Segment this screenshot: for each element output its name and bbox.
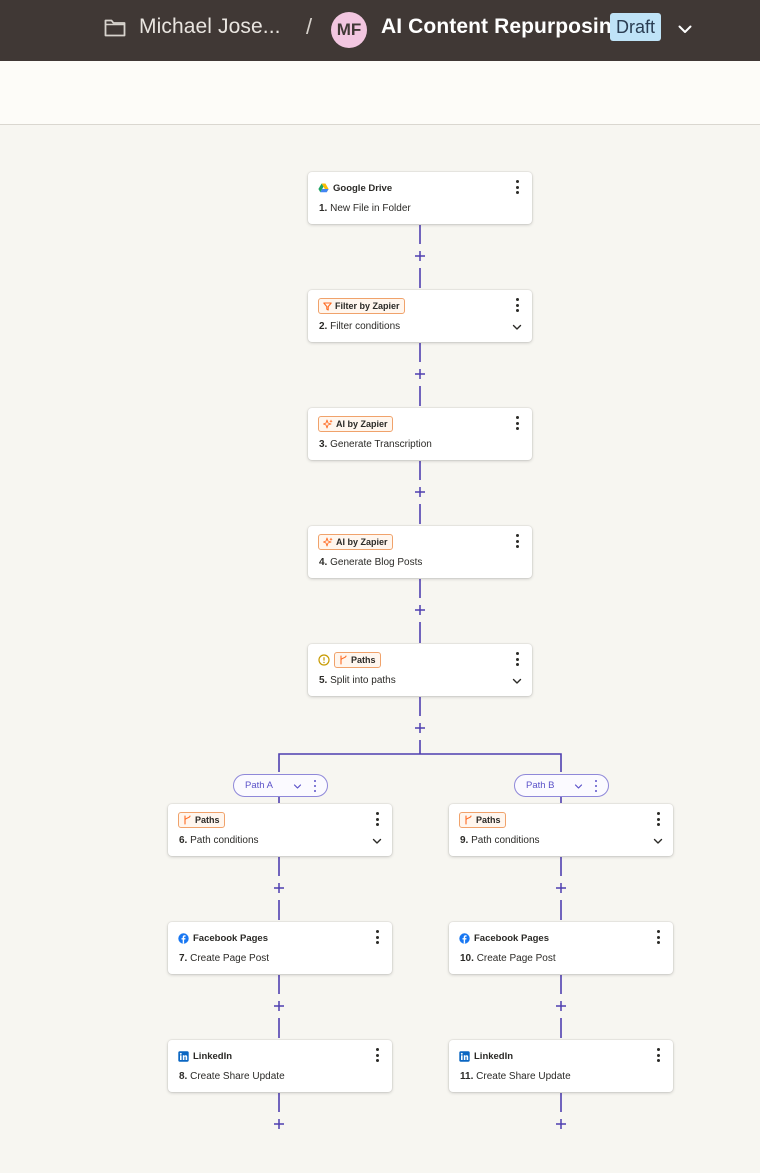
step-menu-icon[interactable] [514,652,520,666]
chevron-down-icon[interactable] [293,782,302,791]
warning-icon[interactable] [318,654,330,666]
app-label: Filter by Zapier [318,298,405,314]
chevron-down-icon[interactable] [512,322,522,332]
step-title: 10. Create Page Post [460,953,556,964]
breadcrumb-separator: / [306,14,313,39]
app-label: AI by Zapier [318,534,393,550]
step-menu-icon[interactable] [374,930,380,944]
step-card-2[interactable]: Filter by Zapier 2. Filter conditions [308,290,532,342]
ai-sparkle-icon [323,537,333,547]
step-menu-icon[interactable] [655,930,661,944]
step-card-4[interactable]: AI by Zapier 4. Generate Blog Posts [308,526,532,578]
step-title: 11. Create Share Update [460,1071,571,1082]
step-menu-icon[interactable] [655,812,661,826]
app-chip: AI by Zapier [318,416,393,432]
path-label: Path B [526,780,555,791]
app-label: Paths [178,812,225,828]
step-card-6[interactable]: Paths 6. Path conditions [168,804,392,856]
paths-icon [465,815,472,825]
google-drive-icon [318,183,329,193]
step-title: 7. Create Page Post [179,953,270,964]
step-menu-icon[interactable] [514,298,520,312]
app-chip: Paths [334,652,381,668]
add-step-button[interactable] [414,722,426,734]
step-menu-icon[interactable] [374,812,380,826]
add-step-button[interactable] [414,486,426,498]
app-label: LinkedIn [178,1048,232,1064]
add-step-button[interactable] [555,1000,567,1012]
step-title: 3. Generate Transcription [319,439,432,450]
app-label: Paths [318,652,381,668]
step-title: 5. Split into paths [319,675,396,686]
chevron-down-icon[interactable] [574,782,583,791]
step-title: 6. Path conditions [179,835,259,846]
app-chip: Filter by Zapier [318,298,405,314]
step-title: 8. Create Share Update [179,1071,285,1082]
step-menu-icon[interactable] [374,1048,380,1062]
folder-icon[interactable] [104,17,126,37]
add-step-button[interactable] [273,1000,285,1012]
top-bar: Michael Jose... / MF AI Content Repurpos… [0,0,760,61]
paths-icon [184,815,191,825]
add-step-button[interactable] [414,604,426,616]
chevron-down-icon[interactable] [512,676,522,686]
ai-sparkle-icon [323,419,333,429]
app-label: Facebook Pages [459,930,549,946]
facebook-icon [178,932,189,944]
linkedin-icon [178,1050,189,1062]
step-card-8[interactable]: LinkedIn 8. Create Share Update [168,1040,392,1092]
editor-toolbar [0,61,760,125]
step-title: 4. Generate Blog Posts [319,557,423,568]
step-card-9[interactable]: Paths 9. Path conditions [449,804,673,856]
filter-icon [323,301,332,311]
step-card-7[interactable]: Facebook Pages 7. Create Page Post [168,922,392,974]
step-title: 2. Filter conditions [319,321,401,332]
step-menu-icon[interactable] [514,180,520,194]
app-label: Paths [459,812,506,828]
chevron-down-icon[interactable] [653,836,663,846]
app-label: LinkedIn [459,1048,513,1064]
step-card-1[interactable]: Google Drive 1. New File in Folder [308,172,532,224]
app-chip: Paths [459,812,506,828]
step-title: 9. Path conditions [460,835,540,846]
add-step-button[interactable] [414,250,426,262]
step-card-11[interactable]: LinkedIn 11. Create Share Update [449,1040,673,1092]
add-step-button[interactable] [273,1118,285,1130]
chevron-down-icon[interactable] [676,20,694,38]
app-chip: Paths [178,812,225,828]
step-title: 1. New File in Folder [319,203,411,214]
avatar[interactable]: MF [331,12,367,48]
zap-title[interactable]: AI Content Repurposing [381,15,625,38]
app-label: Facebook Pages [178,930,268,946]
app-chip: AI by Zapier [318,534,393,550]
step-card-5[interactable]: Paths 5. Split into paths [308,644,532,696]
status-badge: Draft [610,13,662,41]
path-label: Path A [245,780,273,791]
app-label: Google Drive [318,180,392,196]
step-menu-icon[interactable] [514,416,520,430]
linkedin-icon [459,1050,470,1062]
path-a-pill[interactable]: Path A [233,774,328,797]
step-menu-icon[interactable] [655,1048,661,1062]
add-step-button[interactable] [555,882,567,894]
add-step-button[interactable] [414,368,426,380]
add-step-button[interactable] [273,882,285,894]
step-card-10[interactable]: Facebook Pages 10. Create Page Post [449,922,673,974]
path-menu-icon[interactable] [594,780,598,792]
folder-name-link[interactable]: Michael Jose... [139,15,281,38]
add-step-button[interactable] [555,1118,567,1130]
facebook-icon [459,932,470,944]
chevron-down-icon[interactable] [372,836,382,846]
path-b-pill[interactable]: Path B [514,774,609,797]
app-label: AI by Zapier [318,416,393,432]
paths-icon [340,655,347,665]
step-menu-icon[interactable] [514,534,520,548]
step-card-3[interactable]: AI by Zapier 3. Generate Transcription [308,408,532,460]
path-menu-icon[interactable] [313,780,317,792]
